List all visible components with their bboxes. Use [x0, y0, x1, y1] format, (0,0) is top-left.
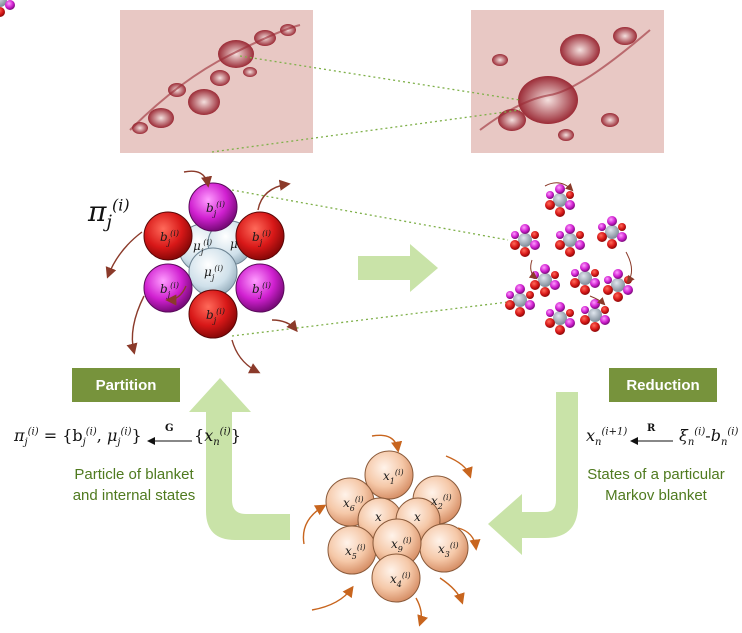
arrow-right-middle [358, 244, 438, 292]
state-flow-curves [302, 434, 481, 627]
zoom-lines-top [211, 55, 521, 153]
arrow-down-left [488, 392, 578, 555]
arrow-left-up [189, 378, 290, 540]
state-x4 [371, 553, 421, 603]
pi-label: πj(i) [88, 195, 130, 233]
caption-right: States of a particular Markov blanket [587, 466, 725, 504]
internal-state [188, 247, 238, 297]
molecular-lattice [0, 0, 635, 335]
blanket-state [143, 263, 193, 313]
blanket-state [235, 263, 285, 313]
caption-left: Particle of blanket and internal states [72, 466, 196, 504]
fractal-panel-left [120, 10, 313, 153]
blanket-state [188, 289, 238, 339]
internal-label: μ [230, 237, 238, 251]
blanket-state [235, 211, 285, 261]
reduction-label: Reduction [609, 368, 717, 402]
state-label-x7: x [375, 510, 382, 524]
state-x5 [327, 525, 377, 575]
source-states: {xn(i)} [194, 426, 241, 449]
states-cluster: x1(i) x2(i) x6(i) x x x3(i) x5(i) x9(i) … [302, 434, 481, 627]
reduction-input: ξn(i)-bn(i) [679, 426, 739, 449]
partition-label: Partition [72, 368, 180, 402]
reduction-output: xn(i+1) [586, 426, 628, 449]
arrow-R-label: R [647, 423, 656, 434]
partition-particle: bj(i) bj(i) bj(i) bj(i) bj(i) bj(i) μj(i… [105, 170, 298, 374]
state-label-x8: x [414, 510, 421, 524]
flow-curves [105, 170, 298, 374]
fractal-panel-right [471, 10, 664, 153]
blanket-state [188, 182, 238, 232]
zoom-lines-middle [231, 189, 509, 337]
blanket-state [143, 211, 193, 261]
arrow-G-label: G [165, 423, 174, 434]
partition-equation: πj(i) = {bj(i), μj(i)} [14, 426, 142, 449]
state-x1 [364, 450, 414, 500]
green-flow-arrows [189, 244, 578, 555]
